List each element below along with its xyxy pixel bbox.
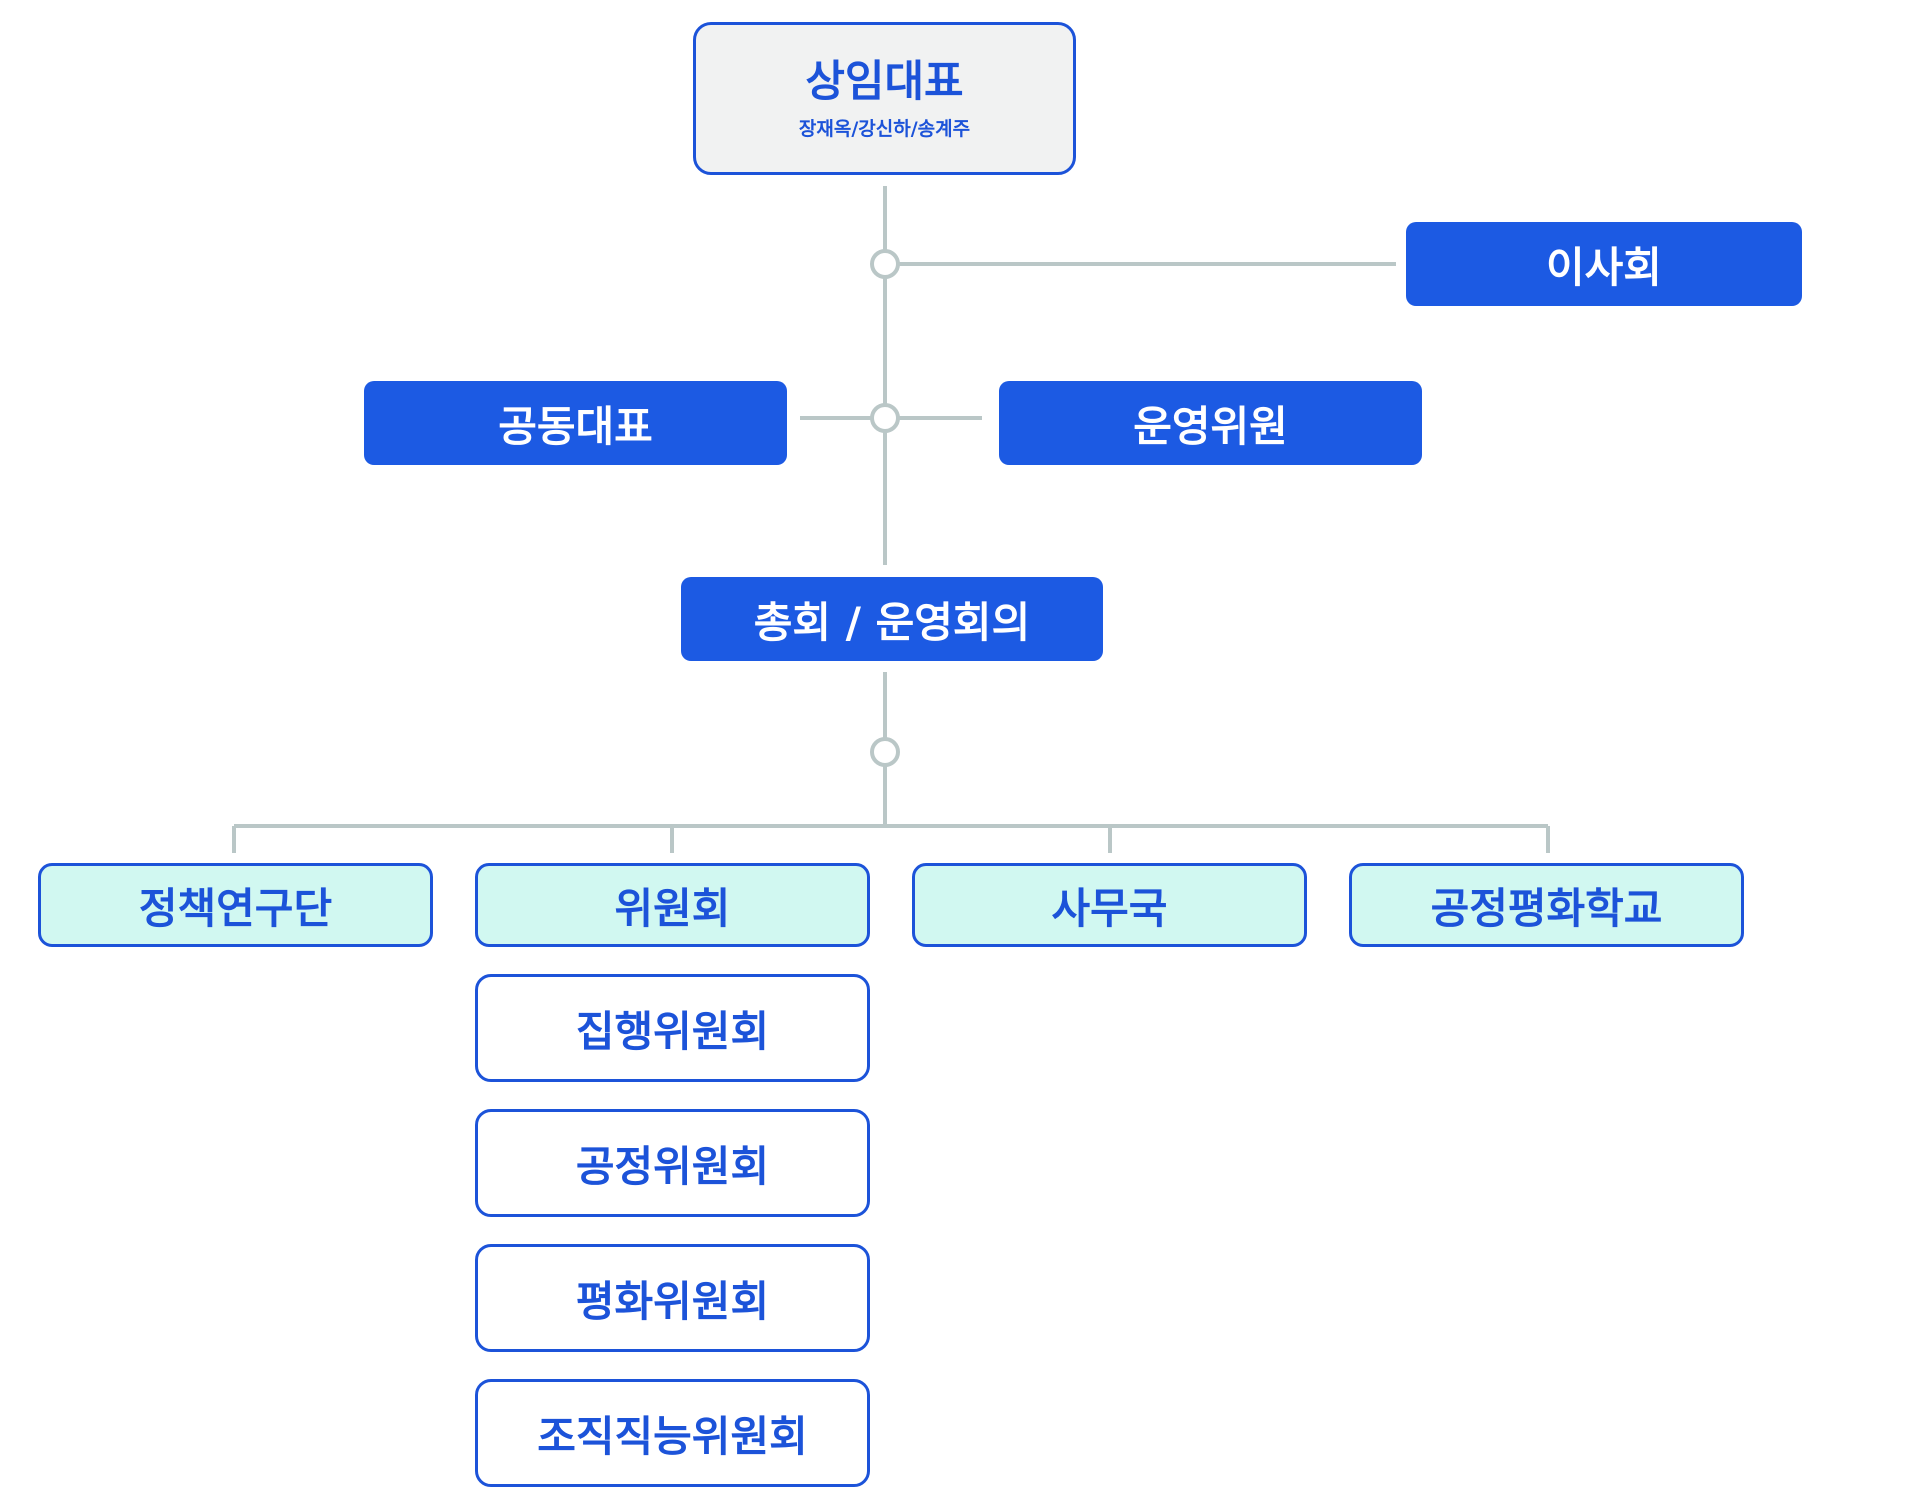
steering-members-node[interactable]: 운영위원 xyxy=(999,381,1422,465)
board-label: 이사회 xyxy=(1546,242,1662,292)
general-meeting-node[interactable]: 총회 / 운영회의 xyxy=(681,577,1103,661)
co-representatives-label: 공동대표 xyxy=(498,401,653,451)
general-meeting-label: 총회 / 운영회의 xyxy=(753,597,1031,647)
dept-school[interactable]: 공정평화학교 xyxy=(1349,863,1744,947)
committee-executive[interactable]: 집행위원회 xyxy=(475,974,870,1082)
dept-secretariat-label: 사무국 xyxy=(1051,883,1168,933)
committee-executive-label: 집행위원회 xyxy=(575,1006,770,1056)
board-node[interactable]: 이사회 xyxy=(1406,222,1802,306)
top-representative-title: 상임대표 xyxy=(805,56,964,107)
dept-committees-label: 위원회 xyxy=(614,883,731,933)
top-representative-names: 장재옥/강신하/송계주 xyxy=(798,117,971,140)
dept-secretariat[interactable]: 사무국 xyxy=(912,863,1307,947)
top-representative-node[interactable]: 상임대표 장재옥/강신하/송계주 xyxy=(693,22,1076,175)
committee-peace[interactable]: 평화위원회 xyxy=(475,1244,870,1352)
committee-organization-label: 조직직능위원회 xyxy=(537,1411,808,1461)
dept-committees[interactable]: 위원회 xyxy=(475,863,870,947)
committee-fairness[interactable]: 공정위원회 xyxy=(475,1109,870,1217)
committee-fairness-label: 공정위원회 xyxy=(575,1141,770,1191)
committee-organization[interactable]: 조직직능위원회 xyxy=(475,1379,870,1487)
junction-circle-board xyxy=(870,249,900,279)
co-representatives-node[interactable]: 공동대표 xyxy=(364,381,787,465)
committee-peace-label: 평화위원회 xyxy=(575,1276,770,1326)
junction-circle-reps xyxy=(870,403,900,433)
dept-policy-research-label: 정책연구단 xyxy=(138,883,333,933)
steering-members-label: 운영위원 xyxy=(1133,401,1288,451)
junction-circle-departments xyxy=(870,737,900,767)
dept-policy-research[interactable]: 정책연구단 xyxy=(38,863,433,947)
dept-school-label: 공정평화학교 xyxy=(1430,883,1663,933)
